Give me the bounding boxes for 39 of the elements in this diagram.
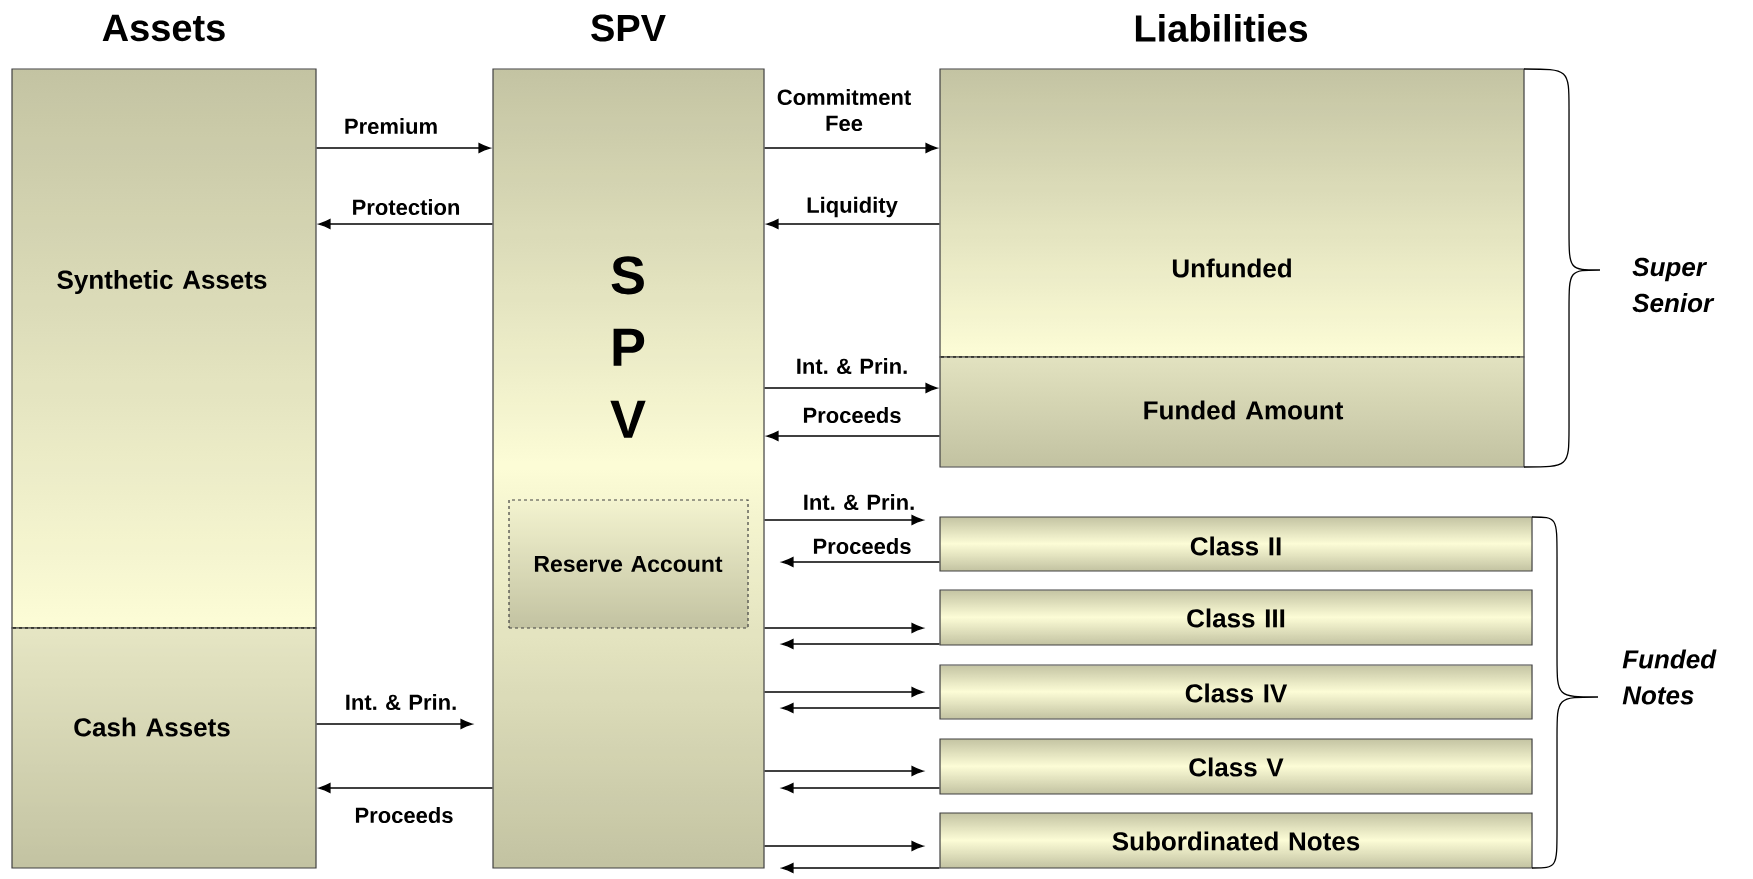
tranche-box: Class II: [939, 516, 1533, 572]
arrow: [781, 703, 941, 713]
arrow: [766, 431, 941, 441]
arrow: [781, 783, 941, 793]
edge-label: Commitment Fee: [777, 88, 911, 132]
bracket-label: Funded Notes: [1622, 649, 1717, 705]
arrow: [763, 515, 924, 525]
edge-label: Int. & Prin.: [346, 693, 456, 711]
tranche-box: Class V: [939, 738, 1533, 795]
arrow: [318, 783, 494, 793]
tranche-box: Subordinated Notes: [939, 812, 1533, 869]
column-heading: SPV: [591, 14, 666, 42]
edge-label: Premium: [345, 117, 437, 135]
arrow: [763, 143, 938, 153]
edge-label: Int. & Prin.: [797, 357, 907, 375]
edge-label: Proceeds: [803, 406, 901, 424]
box-section: Cash Assets: [11, 627, 317, 869]
edge-label: Proceeds: [813, 537, 911, 555]
arrow: [763, 841, 924, 851]
arrow: [763, 766, 924, 776]
arrow: [781, 639, 941, 649]
reserve-box: Reserve Account: [508, 499, 749, 629]
arrow: [315, 143, 491, 153]
arrow: [781, 863, 941, 873]
arrow: [781, 557, 941, 567]
bracket-label: Super Senior: [1632, 257, 1715, 313]
arrow: [763, 383, 938, 393]
arrow: [318, 219, 494, 229]
tranche-box: Class III: [939, 589, 1533, 646]
edge-label: Proceeds: [355, 806, 453, 824]
arrow: [315, 719, 473, 729]
arrow: [763, 623, 924, 633]
edge-label: Liquidity: [807, 196, 898, 218]
tranche-box: Class IV: [939, 664, 1533, 720]
arrow: [763, 687, 924, 697]
box-section: Funded Amount: [939, 356, 1525, 468]
edge-label: Int. & Prin.: [804, 493, 914, 511]
edge-label: Protection: [353, 198, 460, 216]
arrow: [766, 219, 941, 229]
